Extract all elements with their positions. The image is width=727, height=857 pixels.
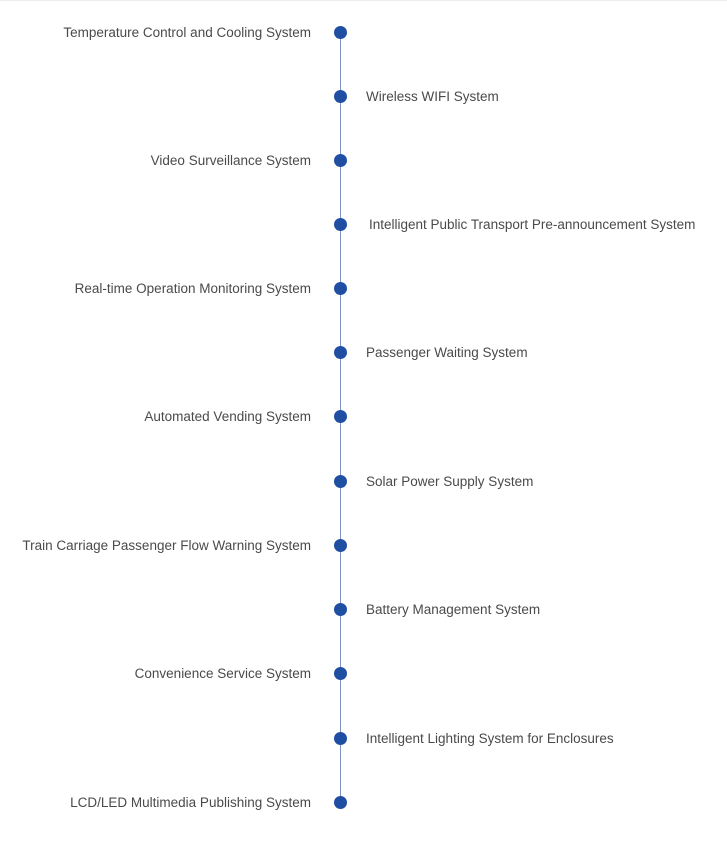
timeline-label: Automated Vending System	[144, 409, 311, 424]
timeline-label: Real-time Operation Monitoring System	[74, 281, 311, 296]
timeline-label: Battery Management System	[366, 602, 541, 617]
timeline-dot	[334, 796, 347, 809]
timeline-dot	[334, 732, 347, 745]
timeline-label: Passenger Waiting System	[366, 345, 528, 360]
top-divider	[0, 0, 727, 1]
timeline-label: Intelligent Public Transport Pre-announc…	[369, 217, 696, 232]
timeline-dot	[334, 26, 347, 39]
timeline-label: Convenience Service System	[134, 666, 311, 681]
timeline-node-intelligent-lighting: Intelligent Lighting System for Enclosur…	[0, 731, 727, 746]
timeline-label: Intelligent Lighting System for Enclosur…	[366, 731, 614, 746]
timeline-node-public-transport-preannouncement: Intelligent Public Transport Pre-announc…	[0, 217, 727, 232]
timeline-label: Train Carriage Passenger Flow Warning Sy…	[22, 538, 311, 553]
timeline-node-temperature-control: Temperature Control and Cooling System	[0, 25, 727, 40]
timeline-dot	[334, 410, 347, 423]
timeline-dot	[334, 475, 347, 488]
timeline-label: Solar Power Supply System	[366, 474, 534, 489]
timeline-label: Temperature Control and Cooling System	[63, 25, 311, 40]
timeline-node-passenger-waiting: Passenger Waiting System	[0, 345, 727, 360]
timeline-dot	[334, 154, 347, 167]
timeline-label: Video Surveillance System	[150, 153, 311, 168]
timeline-node-video-surveillance: Video Surveillance System	[0, 153, 727, 168]
timeline-node-passenger-flow-warning: Train Carriage Passenger Flow Warning Sy…	[0, 538, 727, 553]
timeline-dot	[334, 346, 347, 359]
timeline-dot	[334, 539, 347, 552]
timeline-dot	[334, 603, 347, 616]
timeline-node-battery-management: Battery Management System	[0, 602, 727, 617]
timeline-dot	[334, 218, 347, 231]
timeline-node-automated-vending: Automated Vending System	[0, 409, 727, 424]
timeline-node-operation-monitoring: Real-time Operation Monitoring System	[0, 281, 727, 296]
timeline-label: LCD/LED Multimedia Publishing System	[70, 795, 311, 810]
timeline-dot	[334, 667, 347, 680]
timeline-node-wireless-wifi: Wireless WIFI System	[0, 89, 727, 104]
timeline-dot	[334, 90, 347, 103]
timeline-label: Wireless WIFI System	[366, 89, 499, 104]
timeline-node-multimedia-publishing: LCD/LED Multimedia Publishing System	[0, 795, 727, 810]
timeline-dot	[334, 282, 347, 295]
timeline-node-convenience-service: Convenience Service System	[0, 666, 727, 681]
timeline-node-solar-power-supply: Solar Power Supply System	[0, 474, 727, 489]
